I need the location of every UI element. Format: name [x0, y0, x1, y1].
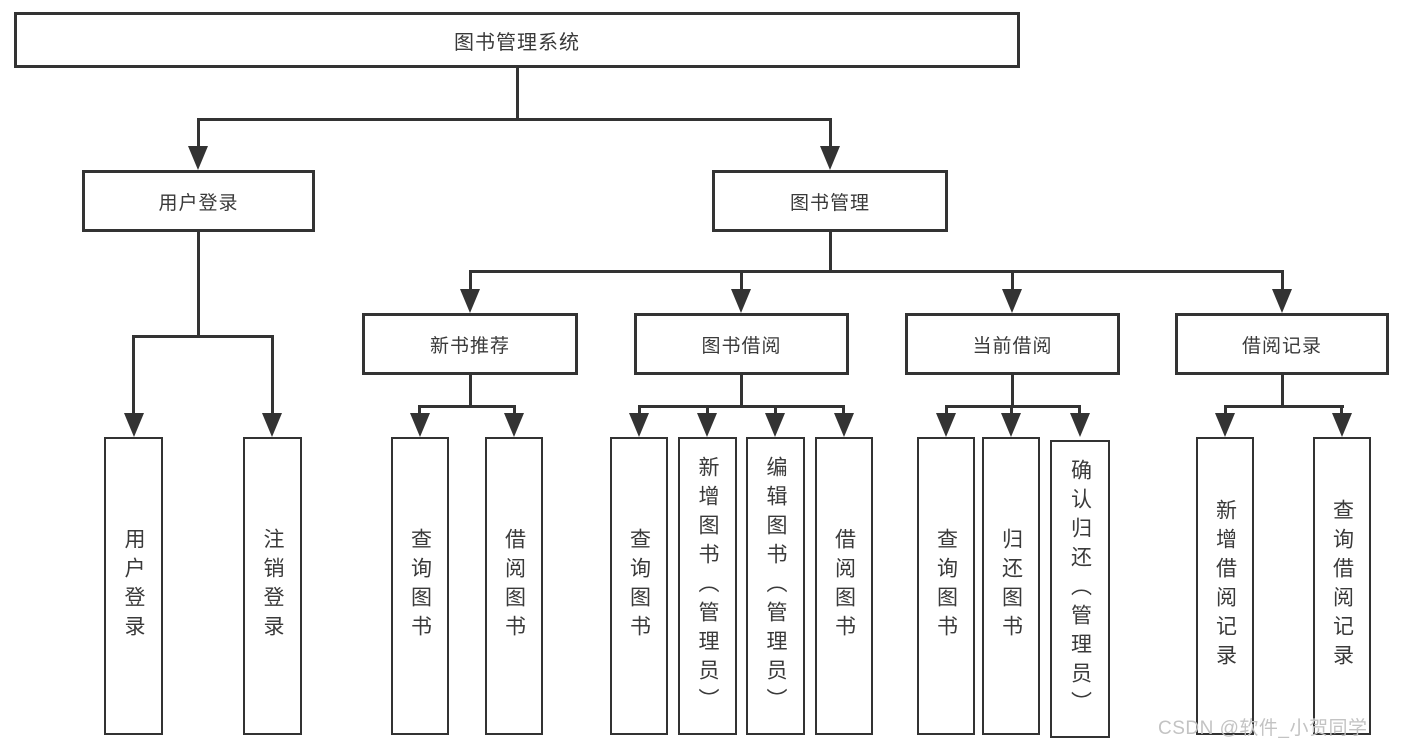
node-book-borrowing: 图书借阅 [634, 313, 849, 375]
connector-line [1224, 405, 1227, 415]
leaf-confirm-return-admin: 确认归还（管理员） [1050, 440, 1110, 738]
arrow-down-icon [504, 413, 524, 437]
node-label: 用户登录 [158, 192, 239, 214]
node-label: 借阅记录 [1241, 335, 1322, 357]
leaf-query-books-borrowing: 查询图书 [610, 437, 668, 735]
node-label: 图书借阅 [701, 335, 782, 357]
leaf-label: 注销登录 [261, 528, 284, 644]
node-label: 图书管理 [789, 192, 870, 214]
connector-line [638, 405, 641, 415]
node-user-login: 用户登录 [82, 170, 315, 232]
arrow-down-icon [1272, 289, 1292, 313]
leaf-label: 查询图书 [627, 528, 651, 644]
node-current-borrowing: 当前借阅 [905, 313, 1120, 375]
connector-line [829, 118, 832, 148]
connector-line [197, 118, 200, 148]
connector-line [842, 405, 845, 415]
arrow-down-icon [936, 413, 956, 437]
arrow-down-icon [1070, 413, 1090, 437]
leaf-borrow-books-recommend: 借阅图书 [485, 437, 543, 735]
leaf-query-borrow-record: 查询借阅记录 [1313, 437, 1371, 735]
leaf-label: 查询图书 [934, 528, 958, 644]
connector-line [132, 335, 274, 338]
connector-line [706, 405, 709, 415]
leaf-add-books-admin: 新增图书（管理员） [678, 437, 737, 735]
leaf-edit-books-admin: 编辑图书（管理员） [746, 437, 805, 735]
connector-line [1010, 405, 1013, 415]
leaf-label: 用户登录 [122, 528, 145, 644]
leaf-user-login: 用户登录 [104, 437, 163, 735]
leaf-logout: 注销登录 [243, 437, 302, 735]
leaf-add-borrow-record: 新增借阅记录 [1196, 437, 1254, 735]
leaf-label: 确认归还（管理员） [1068, 458, 1092, 720]
connector-line [829, 232, 832, 273]
connector-line [1078, 405, 1081, 415]
connector-line [740, 375, 743, 407]
node-label: 图书管理系统 [454, 31, 580, 54]
csdn-watermark: CSDN @软件_小贺同学 [1158, 718, 1368, 739]
leaf-return-books: 归还图书 [982, 437, 1040, 735]
arrow-down-icon [1002, 289, 1022, 313]
arrow-down-icon [124, 413, 144, 437]
node-library-management-system: 图书管理系统 [14, 12, 1020, 68]
leaf-label: 借阅图书 [502, 528, 526, 644]
connector-line [197, 232, 200, 337]
connector-line [469, 375, 472, 407]
arrow-down-icon [410, 413, 430, 437]
arrow-down-icon [1215, 413, 1235, 437]
arrow-down-icon [460, 289, 480, 313]
arrow-down-icon [731, 289, 751, 313]
connector-line [513, 405, 516, 415]
node-new-book-recommend: 新书推荐 [362, 313, 578, 375]
arrow-down-icon [1001, 413, 1021, 437]
connector-line [469, 270, 472, 292]
arrow-down-icon [765, 413, 785, 437]
connector-line [418, 405, 421, 415]
connector-line [638, 405, 845, 408]
connector-line [516, 68, 519, 120]
leaf-label: 归还图书 [999, 528, 1023, 644]
connector-line [271, 335, 274, 415]
connector-line [1281, 270, 1284, 292]
node-borrow-records: 借阅记录 [1175, 313, 1389, 375]
connector-line [1281, 375, 1284, 407]
connector-line [740, 270, 743, 292]
connector-line [197, 118, 832, 121]
leaf-label: 新增图书（管理员） [696, 455, 719, 717]
node-label: 新书推荐 [429, 335, 510, 357]
connector-line [945, 405, 948, 415]
leaf-label: 新增借阅记录 [1213, 499, 1237, 673]
connector-line [418, 405, 516, 408]
leaf-query-books-recommend: 查询图书 [391, 437, 449, 735]
node-book-management: 图书管理 [712, 170, 948, 232]
arrow-down-icon [820, 146, 840, 170]
arrow-down-icon [188, 146, 208, 170]
arrow-down-icon [629, 413, 649, 437]
leaf-label: 编辑图书（管理员） [764, 455, 787, 717]
connector-line [1011, 375, 1014, 407]
arrow-down-icon [1332, 413, 1352, 437]
arrow-down-icon [834, 413, 854, 437]
connector-line [1011, 270, 1014, 292]
arrow-down-icon [262, 413, 282, 437]
leaf-query-books-current: 查询图书 [917, 437, 975, 735]
leaf-borrow-books: 借阅图书 [815, 437, 873, 735]
connector-line [945, 405, 1081, 408]
leaf-label: 查询图书 [408, 528, 432, 644]
leaf-label: 借阅图书 [832, 528, 856, 644]
connector-line [1224, 405, 1344, 408]
connector-line [774, 405, 777, 415]
arrow-down-icon [697, 413, 717, 437]
connector-line [132, 335, 135, 415]
connector-line [469, 270, 1284, 273]
node-label: 当前借阅 [972, 335, 1053, 357]
leaf-label: 查询借阅记录 [1330, 499, 1354, 673]
connector-line [1340, 405, 1343, 415]
